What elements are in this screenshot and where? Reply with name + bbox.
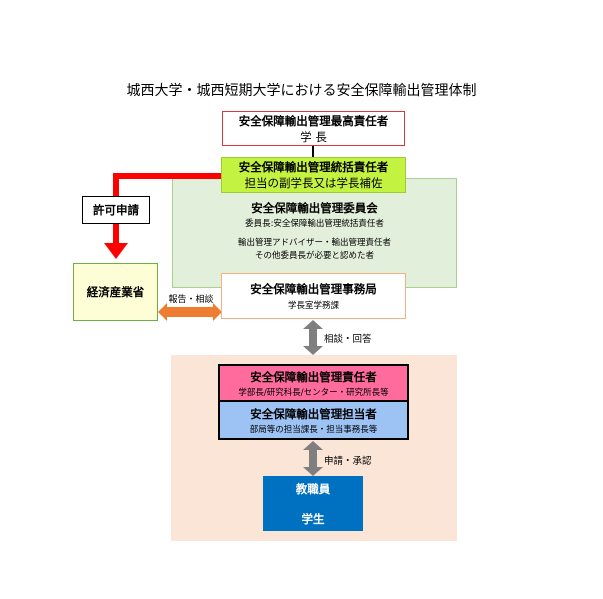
committee-title: 安全保障輸出管理委員会: [251, 201, 378, 215]
chief-officer-node: 安全保障輸出管理最高責任者 学 長: [222, 111, 405, 146]
staff-faculty: 教職員: [295, 481, 331, 496]
chief-officer-subtitle: 学 長: [300, 129, 327, 144]
office-subtitle: 学長室学務課: [287, 301, 339, 311]
general-officer-subtitle: 担当の副学長又は学長補佐: [244, 176, 383, 190]
office-node: 安全保障輸出管理事務局 学長室学務課: [221, 273, 406, 319]
grey-double-arrow-icon: [303, 320, 323, 355]
general-officer-title: 安全保障輸出管理統括責任者: [238, 160, 389, 174]
grey-double-arrow-icon: [303, 441, 323, 476]
manager-subtitle: 学部長/研究科長/センター・研究所長等: [238, 387, 389, 398]
consult-label: 相談・回答: [324, 334, 372, 345]
meti-node: 経済産業省: [73, 263, 158, 321]
staff-students: 学生: [301, 511, 325, 526]
apply-label: 申請・承認: [324, 456, 372, 467]
orange-double-arrow-icon: [158, 303, 222, 321]
handler-subtitle: 部局等の担当課長・担当事務長等: [249, 424, 378, 435]
permit-label: 許可申請: [82, 196, 150, 224]
committee-members-1: 輸出管理アドバイザー・輸出管理責任者: [237, 238, 391, 248]
staff-node: 教職員 学生: [263, 476, 363, 531]
connector-line: [312, 146, 314, 157]
committee-chair: 委員長:安全保障輸出管理統括責任者: [245, 219, 384, 229]
committee-area: [172, 178, 457, 288]
report-label: 報告・相談: [168, 295, 214, 305]
permit-arrow-horizontal: [113, 173, 223, 179]
office-title: 安全保障輸出管理事務局: [250, 282, 377, 296]
manager-node: 安全保障輸出管理責任者 学部長/研究科長/センター・研究所長等: [218, 364, 409, 401]
handler-node: 安全保障輸出管理担当者 部局等の担当課長・担当事務長等: [218, 401, 409, 440]
diagram-title: 城西大学・城西短期大学における安全保障輸出管理体制: [126, 83, 477, 99]
chief-officer-title: 安全保障輸出管理最高責任者: [238, 113, 389, 128]
general-officer-node: 安全保障輸出管理統括責任者 担当の副学長又は学長補佐: [221, 157, 406, 193]
permit-arrow-head-icon: [104, 243, 128, 259]
committee-members-2: その他委員長が必要と認めた者: [254, 251, 374, 261]
manager-title: 安全保障輸出管理責任者: [250, 369, 377, 384]
handler-title: 安全保障輸出管理担当者: [250, 406, 377, 421]
committee-node: 安全保障輸出管理委員会 委員長:安全保障輸出管理統括責任者 輸出管理アドバイザー…: [172, 200, 457, 261]
